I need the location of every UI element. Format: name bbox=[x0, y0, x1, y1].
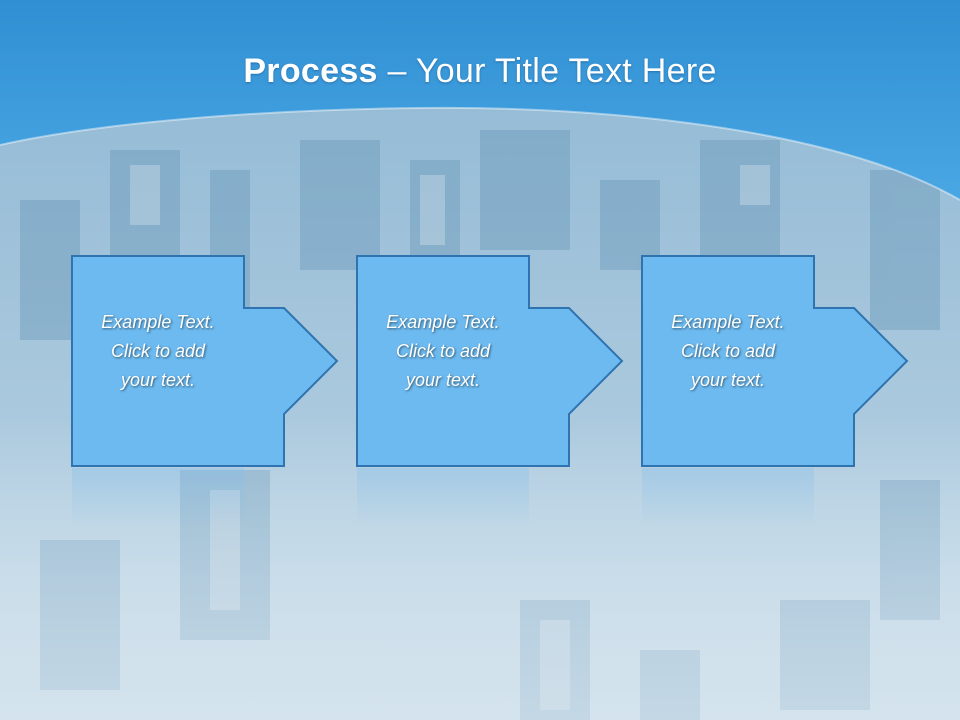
step-text-line-3: your text. bbox=[405, 370, 481, 390]
step-text[interactable]: Example Text. Click to add your text. bbox=[357, 308, 529, 395]
step-text-line-1: Example Text. bbox=[386, 312, 500, 332]
step-text-line-1: Example Text. bbox=[671, 312, 785, 332]
step-text[interactable]: Example Text. Click to add your text. bbox=[72, 308, 244, 395]
process-step-3[interactable]: Example Text. Click to add your text. bbox=[641, 255, 912, 467]
process-step-1[interactable]: Example Text. Click to add your text. bbox=[71, 255, 342, 467]
arrow-box-shape bbox=[356, 255, 624, 467]
arrow-box-shape bbox=[641, 255, 909, 467]
step-text-line-2: Click to add bbox=[395, 341, 491, 361]
step-reflection bbox=[642, 468, 814, 528]
step-text[interactable]: Example Text. Click to add your text. bbox=[642, 308, 814, 395]
step-text-line-3: your text. bbox=[120, 370, 196, 390]
title-rest-text: – Your Title Text Here bbox=[377, 52, 717, 90]
title-bold-text: Process bbox=[243, 52, 378, 90]
step-text-line-1: Example Text. bbox=[101, 312, 215, 332]
arrow-box-shape bbox=[71, 255, 339, 467]
process-step-2[interactable]: Example Text. Click to add your text. bbox=[356, 255, 627, 467]
step-reflection bbox=[357, 468, 529, 528]
step-text-line-3: your text. bbox=[690, 370, 766, 390]
step-text-line-2: Click to add bbox=[110, 341, 206, 361]
slide-title[interactable]: Process – Your Title Text Here bbox=[0, 52, 960, 91]
step-text-line-2: Click to add bbox=[680, 341, 776, 361]
step-reflection bbox=[72, 468, 244, 528]
